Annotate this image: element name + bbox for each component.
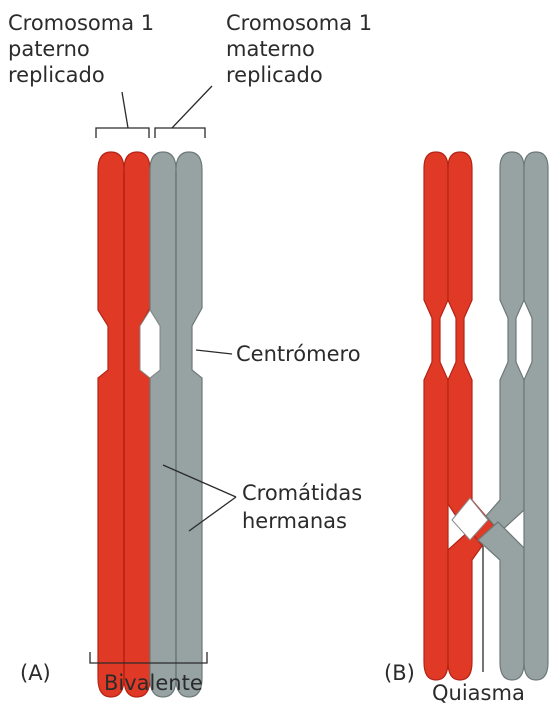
maternal-bracket (155, 128, 205, 138)
paternal-bracket (96, 128, 149, 138)
sister-label-line1: Cromátidas (242, 481, 362, 505)
paternal-chromatid-b2-upper (448, 152, 496, 546)
maternal-chromatid-b1-lower (478, 522, 524, 680)
maternal-chromatid-a1 (150, 152, 176, 697)
panel-b-label: (B) (384, 661, 415, 685)
paternal-chromatid-b1 (424, 152, 448, 680)
bivalent-label: Bivalente (104, 671, 203, 695)
maternal-chromatid-b2 (524, 152, 548, 680)
centromere-pointer (196, 350, 232, 354)
maternal-pointer (172, 86, 212, 128)
paternal-chromatid-a2 (124, 152, 150, 697)
centromere-label: Centrómero (236, 342, 361, 366)
paternal-chromatid-b2-lower (448, 530, 482, 680)
maternal-chromatid-a2 (176, 152, 202, 697)
chiasma-label: Quiasma (432, 681, 525, 705)
sister-label-line2: hermanas (242, 509, 347, 533)
paternal-label-line1: Cromosoma 1 (8, 11, 154, 35)
paternal-label-line2: paterno (8, 37, 90, 61)
paternal-label-line3: replicado (8, 63, 105, 87)
maternal-label-line3: replicado (226, 63, 323, 87)
maternal-label-line1: Cromosoma 1 (226, 11, 372, 35)
paternal-chromatid-a1 (98, 152, 124, 697)
panel-a-label: (A) (20, 661, 51, 685)
paternal-pointer (122, 92, 128, 128)
maternal-chromatid-b1-upper (486, 152, 524, 532)
maternal-label-line2: materno (226, 37, 315, 61)
